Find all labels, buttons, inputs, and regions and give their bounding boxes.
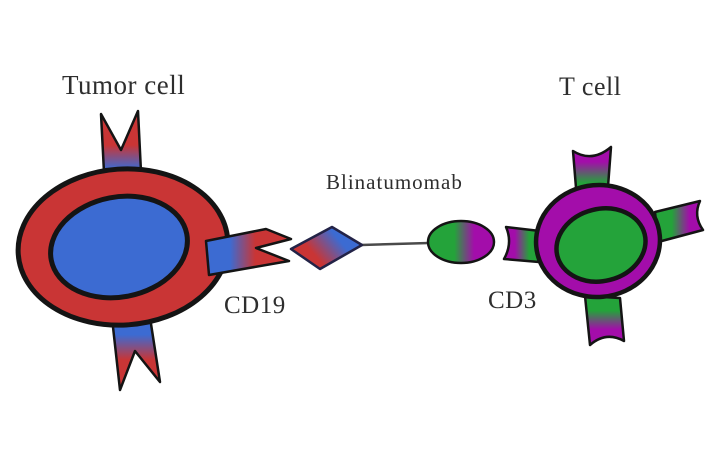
t-cell-nucleus <box>554 206 648 284</box>
t-cell-receptor-left <box>502 225 542 264</box>
cd3-label: CD3 <box>488 287 537 314</box>
blinatumomab-label: Blinatumomab <box>326 170 463 194</box>
t-cell-receptor-bottom <box>583 294 626 347</box>
cd19-label: CD19 <box>224 292 286 319</box>
t-cell-label: T cell <box>559 72 622 101</box>
anti-cd3-ellipse <box>426 219 496 265</box>
blinatumomab-molecule <box>289 219 496 271</box>
t-cell-receptor-right <box>653 199 705 244</box>
t-cell-group <box>502 145 705 347</box>
blinatumomab-linker <box>360 241 430 247</box>
anti-cd19-diamond <box>289 225 364 271</box>
tumor-cell-group <box>15 109 293 392</box>
tumor-cell-label: Tumor cell <box>62 70 186 100</box>
cd19-receptor <box>204 227 293 277</box>
tumor-cell-nucleus <box>48 193 190 301</box>
